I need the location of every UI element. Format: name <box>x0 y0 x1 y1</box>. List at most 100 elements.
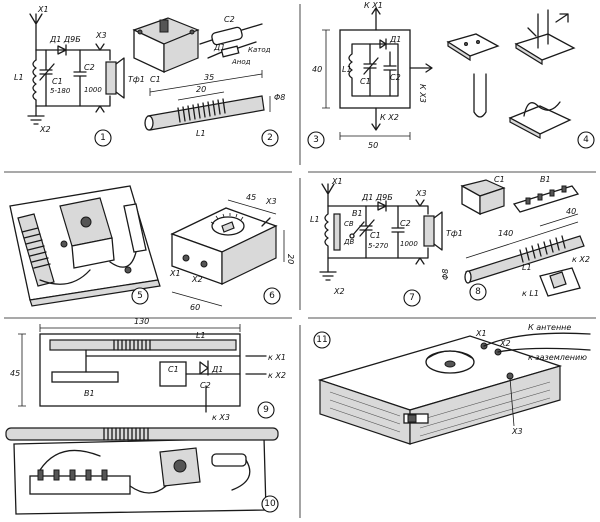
fig5-number: 5 <box>137 291 143 301</box>
fig6-number-badge <box>263 287 281 305</box>
fig7-x2-label: X2 <box>333 287 345 296</box>
fig7-sv-label: СВ <box>344 220 354 228</box>
fig9-b1-label: B1 <box>84 389 95 398</box>
figure-7-circuit-with-switch: X1 L1 СВ ДВ B1 Д1 Д9Б C1 5-270 C2 1000 X… <box>310 177 463 307</box>
fig1-l1-label: L1 <box>14 73 24 82</box>
fig11-ground-label: к заземлению <box>528 353 587 362</box>
fig9-kx2-label: к X2 <box>268 371 286 380</box>
fig11-number-badge <box>313 331 331 349</box>
figure-1-circuit-schematic: X1 L1 X2 Д1 Д9Б C1 5-180 C2 1000 X3 Тф1 … <box>14 5 145 147</box>
fig11-x1-label: X1 <box>475 329 487 338</box>
fig1-d1-label: Д1 Д9Б <box>49 35 81 44</box>
figure-9-board-layout: 130 45 L1 B1 C1 Д1 C2 к X1 к X2 к X3 9 <box>10 317 286 422</box>
fig1-number-badge <box>94 129 112 147</box>
fig4-number-badge <box>577 131 595 149</box>
fig3-kx3-label: К X3 <box>418 84 427 103</box>
fig10-number-badge <box>261 495 279 513</box>
fig3-c1-label: C1 <box>360 77 371 86</box>
figure-10-assembled-layout: 10 <box>5 427 279 515</box>
fig1-c2-value: 1000 <box>84 86 102 94</box>
fig2-number-badge <box>261 129 279 147</box>
fig9-kx1-label: к X1 <box>268 353 286 362</box>
figure-2-parts-drawing: C1 C2 Д1 Катод Анод 35 20 Φ8 L1 2 <box>132 15 285 147</box>
fig2-d1-label: Д1 <box>213 43 225 52</box>
fig7-c2-value: 1000 <box>400 240 418 248</box>
fig3-l1-label: L1 <box>342 65 352 74</box>
fig3-d1-label: Д1 <box>389 35 401 44</box>
fig7-x3-label: X3 <box>415 189 427 198</box>
fig3-number: 3 <box>313 135 319 145</box>
panel-dividers <box>4 4 596 518</box>
fig4-number: 4 <box>583 135 589 145</box>
fig9-kx3-label: к X3 <box>212 413 230 422</box>
fig2-l1-label: L1 <box>196 129 206 138</box>
fig7-d1-label: Д1 Д9Б <box>361 193 393 202</box>
fig2-dim-d8: Φ8 <box>274 93 285 102</box>
fig7-b1-label: B1 <box>352 209 363 218</box>
fig9-dim-130: 130 <box>134 317 149 326</box>
figure-5-assembled-board: 5 <box>9 185 161 307</box>
fig9-c1-label: C1 <box>168 365 179 374</box>
fig1-c1-range: 5-180 <box>50 87 71 95</box>
fig3-c2-label: C2 <box>390 73 401 82</box>
fig9-d1-label: Д1 <box>211 365 223 374</box>
fig8-dim-40: 40 <box>566 207 576 216</box>
fig2-c1-label: C1 <box>150 75 161 84</box>
figure-11-wooden-case: X1 X2 X3 К антенне к заземлению 11 <box>313 323 591 445</box>
fig9-l1-label: L1 <box>196 331 206 340</box>
fig7-tf-label: Тф1 <box>446 229 463 238</box>
fig7-c2-label: C2 <box>400 219 411 228</box>
fig3-number-badge <box>307 131 325 149</box>
fig1-c2-label: C2 <box>84 63 95 72</box>
fig1-x2-label: X2 <box>39 125 51 134</box>
fig2-dim-20: 20 <box>196 85 206 94</box>
fig3-kx2-label: К X2 <box>380 113 399 122</box>
fig10-number: 10 <box>264 499 276 509</box>
fig6-number: 6 <box>269 291 275 301</box>
fig2-number: 2 <box>267 133 273 143</box>
fig9-number: 9 <box>263 405 269 415</box>
fig1-tf-label: Тф1 <box>128 75 145 84</box>
fig8-c1-label: C1 <box>494 175 505 184</box>
figure-6-housing-box: X1 X2 X3 45 20 60 6 <box>169 193 295 312</box>
fig3-dim-40: 40 <box>312 65 322 74</box>
fig7-number-badge <box>403 289 421 307</box>
fig7-c1-label: C1 <box>370 231 381 240</box>
fig8-number: 8 <box>475 287 481 297</box>
fig6-dim-60: 60 <box>190 303 200 312</box>
fig8-b1-label: B1 <box>540 175 551 184</box>
fig2-dim-35: 35 <box>204 73 214 82</box>
fig7-c1-range: 5-270 <box>368 242 389 250</box>
fig11-number: 11 <box>316 335 327 345</box>
fig6-x2-label: X2 <box>191 275 203 284</box>
fig7-x1-label: X1 <box>331 177 343 186</box>
fig5-number-badge <box>131 287 149 305</box>
fig7-l1-label: L1 <box>310 215 320 224</box>
fig7-dv-label: ДВ <box>343 238 354 246</box>
fig1-x1-label: X1 <box>37 5 49 14</box>
fig6-x1-label: X1 <box>169 269 181 278</box>
fig3-kx1-label: К X1 <box>364 1 383 10</box>
fig9-number-badge <box>257 401 275 419</box>
fig8-number-badge <box>469 283 487 301</box>
fig1-x3-label: X3 <box>95 31 107 40</box>
fig2-katod-label: Катод <box>248 46 271 54</box>
fig8-dim-d8: Φ8 <box>441 269 450 280</box>
fig9-c2-label: C2 <box>200 381 211 390</box>
fig8-kx2-label: к X2 <box>572 255 590 264</box>
fig6-dim-20: 20 <box>286 254 295 264</box>
fig2-anod-label: Анод <box>231 58 251 66</box>
fig8-dim-140: 140 <box>498 229 513 238</box>
fig6-x3-label: X3 <box>265 197 277 206</box>
fig11-x3-label: X3 <box>511 427 523 436</box>
fig6-dim-45: 45 <box>246 193 256 202</box>
fig11-antenna-label: К антенне <box>528 323 571 332</box>
fig8-kl1-label: к L1 <box>522 289 539 298</box>
fig1-number: 1 <box>100 133 106 143</box>
figure-3-board-layout: К X1 К X2 К X3 L1 C1 Д1 C2 40 50 3 <box>307 1 433 150</box>
fig2-c2-label: C2 <box>224 15 235 24</box>
fig1-c1-label: C1 <box>52 77 63 86</box>
fig9-dim-45: 45 <box>10 369 20 378</box>
